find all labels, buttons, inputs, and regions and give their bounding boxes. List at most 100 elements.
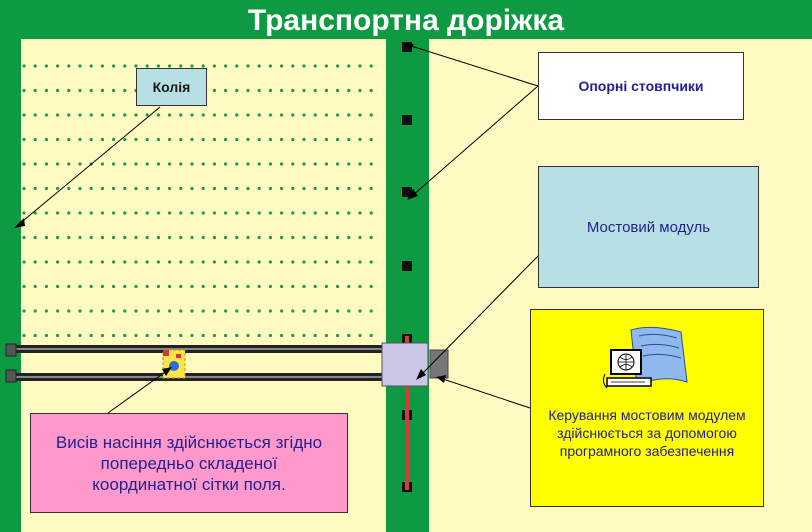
- seed-dot: [56, 284, 60, 289]
- seed-dot: [56, 88, 60, 93]
- seed-dot: [179, 309, 183, 313]
- seed-dot: [33, 235, 37, 240]
- seed-dot: [168, 64, 172, 68]
- seed-dot: [291, 284, 295, 289]
- seed-dot: [347, 113, 351, 117]
- seed-dot: [358, 333, 362, 338]
- seed-dot: [224, 211, 228, 215]
- seed-dot: [56, 333, 60, 338]
- seed-dot: [168, 333, 172, 338]
- seed-dot: [201, 211, 205, 215]
- arrow-control: [439, 377, 531, 409]
- seed-dot: [291, 186, 295, 191]
- seed-dot: [347, 137, 351, 142]
- seed-dot: [336, 260, 340, 264]
- seed-dot: [100, 260, 104, 264]
- seed-dot: [347, 162, 351, 166]
- seed-dot: [134, 162, 138, 166]
- seed-dot: [302, 162, 306, 166]
- seed-dot: [358, 162, 362, 166]
- seed-dot: [257, 284, 261, 289]
- seed-dot: [257, 64, 261, 68]
- seed-dot: [201, 235, 205, 240]
- seed-dot: [22, 113, 26, 117]
- seed-dot: [280, 186, 284, 191]
- seed-dot: [134, 309, 138, 313]
- seed-dot: [190, 260, 194, 264]
- seed-dot: [324, 64, 328, 68]
- seed-dot: [268, 309, 272, 313]
- seed-dot: [280, 88, 284, 93]
- seed-dot: [89, 186, 93, 191]
- seed-dot: [78, 113, 82, 117]
- seed-dot: [145, 284, 149, 289]
- seed-dot: [67, 137, 71, 142]
- seed-dot: [134, 137, 138, 142]
- seed-dot: [179, 113, 183, 117]
- seed-dot: [67, 333, 71, 338]
- seed-dot: [257, 211, 261, 215]
- seed-dot: [347, 88, 351, 93]
- label-bridge-module: Мостовий модуль: [538, 166, 759, 288]
- seed-dot: [313, 211, 317, 215]
- seed-dot: [168, 186, 172, 191]
- seed-dot: [179, 260, 183, 264]
- seed-dot: [280, 284, 284, 289]
- seed-dot: [22, 162, 26, 166]
- seed-dot: [358, 113, 362, 117]
- seed-dot: [324, 137, 328, 142]
- seed-dot: [358, 284, 362, 289]
- seed-dot: [224, 309, 228, 313]
- seed-dot: [112, 64, 116, 68]
- arrow-track: [17, 106, 161, 226]
- seed-dot: [56, 235, 60, 240]
- seed-dot: [78, 309, 82, 313]
- seed-dot: [280, 64, 284, 68]
- seed-dot: [78, 64, 82, 68]
- seed-dot: [268, 211, 272, 215]
- seed-dot: [336, 137, 340, 142]
- seed-dot: [44, 137, 49, 142]
- seed-dot: [235, 211, 239, 215]
- support-post: [402, 187, 412, 197]
- seed-dot: [22, 333, 26, 338]
- seed-dot: [156, 186, 160, 191]
- seed-dot: [212, 162, 216, 166]
- seed-dot: [156, 309, 160, 313]
- seed-dot: [336, 309, 340, 313]
- seed-dot: [100, 64, 104, 68]
- seed-dot: [112, 162, 116, 166]
- seed-dot: [112, 186, 116, 191]
- seed-dot: [347, 309, 351, 313]
- seed-dot: [44, 333, 49, 338]
- seed-dot: [224, 113, 228, 117]
- seed-dot: [313, 186, 317, 191]
- seed-dot: [22, 88, 26, 93]
- seed-dot: [89, 284, 93, 289]
- seed-dot: [89, 235, 93, 240]
- seed-dot: [235, 88, 239, 93]
- arrow-post-top: [407, 44, 539, 87]
- seed-dot: [145, 186, 149, 191]
- seed-dot: [313, 333, 317, 338]
- seed-dot: [313, 88, 317, 93]
- seed-dot: [224, 64, 228, 68]
- seed-dot: [302, 211, 306, 215]
- seed-dot: [123, 211, 127, 215]
- seed-dot: [100, 235, 104, 240]
- seed-dot: [369, 284, 373, 289]
- seed-dot: [134, 260, 138, 264]
- seed-dot: [224, 162, 228, 166]
- seed-dot: [336, 235, 340, 240]
- seed-dot: [302, 113, 306, 117]
- pointer-arrows: [17, 44, 539, 414]
- seed-dot: [179, 64, 183, 68]
- seed-dot: [246, 64, 250, 68]
- seed-dot: [100, 309, 104, 313]
- seed-dot: [336, 64, 340, 68]
- seed-dot: [291, 260, 295, 264]
- seed-dot: [100, 137, 104, 142]
- seed-dot: [89, 309, 93, 313]
- seed-dot: [302, 88, 306, 93]
- seed-dot: [268, 113, 272, 117]
